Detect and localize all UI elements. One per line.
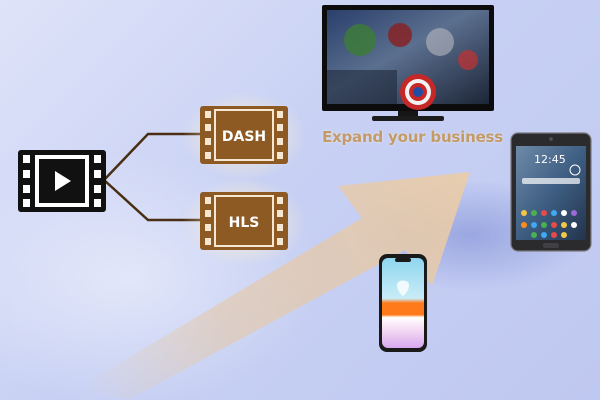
phone-icon [379, 254, 427, 352]
tablet-app-grid [521, 210, 577, 238]
apple-logo-icon [397, 280, 409, 296]
dash-format-node: DASH [182, 92, 306, 180]
film-strip-icon [200, 192, 288, 250]
tv-icon [322, 5, 494, 121]
growth-arrow [78, 172, 470, 400]
tagline-text: Expand your business [322, 128, 503, 146]
hls-format-node: HLS [182, 178, 306, 266]
film-strip-icon [200, 106, 288, 164]
dash-label: DASH [222, 129, 266, 145]
tablet-icon: 12:45 [510, 132, 592, 252]
play-icon [55, 171, 71, 191]
hls-label: HLS [229, 215, 260, 231]
video-film-icon [18, 150, 106, 212]
tablet-clock: 12:45 [534, 153, 566, 166]
